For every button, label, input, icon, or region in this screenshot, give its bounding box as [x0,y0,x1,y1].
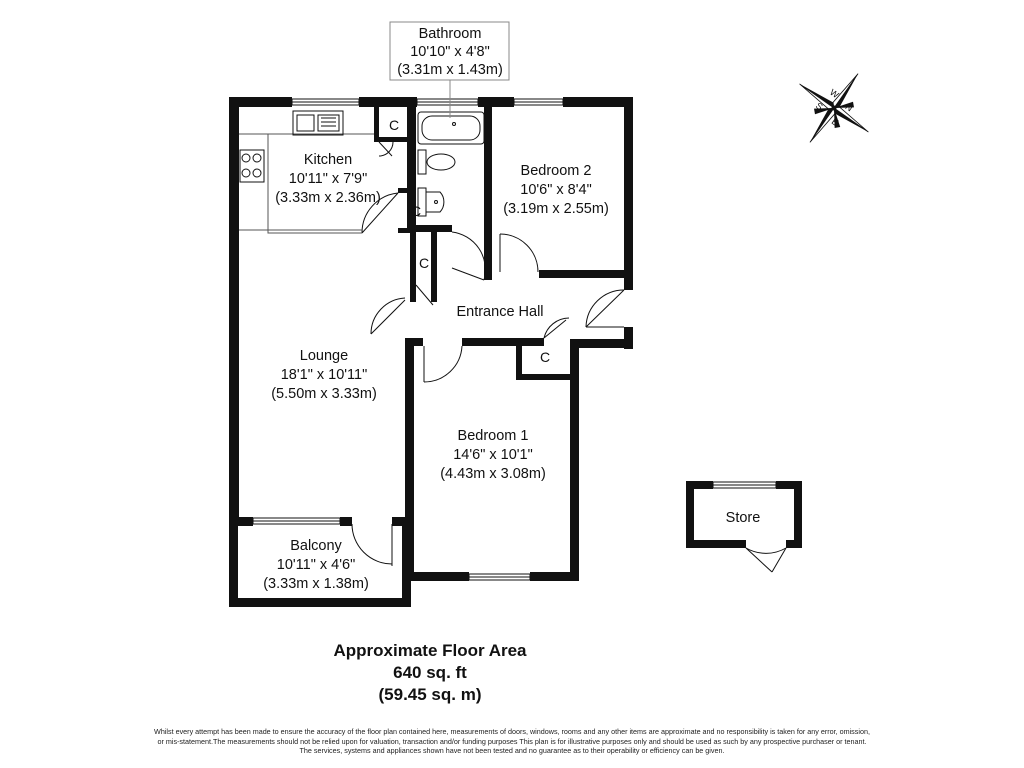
doors [351,141,787,573]
lounge-name: Lounge [300,348,348,364]
windows [252,98,777,581]
bath-icon [417,111,485,145]
kitchen-imperial: 10'11" x 7'9" [289,171,367,187]
kitchen-counter [239,133,374,234]
bathroom-label-box [389,21,510,81]
compass-icon: W N S E [799,73,869,143]
basin-icon [417,187,445,217]
floor-area-summary: Approximate Floor Area 640 sq. ft (59.45… [230,640,630,706]
disclaimer-line-3: The services, systems and appliances sho… [299,746,725,755]
bedroom1-name: Bedroom 1 [458,428,529,444]
bedroom1-imperial: 14'6" x 10'1" [453,447,533,463]
compass-s: S [814,100,825,112]
cupboard-label-hall: C [419,255,429,271]
toilet-icon [417,149,456,175]
lounge-imperial: 18'1" x 10'11" [281,367,368,383]
bedroom2-metric: (3.19m x 2.55m) [503,201,609,217]
balcony-name: Balcony [290,538,342,554]
disclaimer: Whilst every attempt has been made to en… [60,727,964,756]
compass-n: N [843,102,854,114]
bedroom2-name: Bedroom 2 [521,163,592,179]
kitchen-name: Kitchen [304,152,352,168]
disclaimer-line-2: or mis-statement.The measurements should… [157,736,867,746]
sink-icon [292,110,344,136]
bathroom-name: Bathroom [419,26,482,42]
compass-e: E [830,116,841,128]
disclaimer-line-1: Whilst every attempt has been made to en… [154,727,870,736]
store-name: Store [726,510,761,526]
entrance-hall-name: Entrance Hall [456,304,543,320]
cupboard-label-bedroom1: C [540,349,550,365]
lounge-metric: (5.50m x 3.33m) [271,386,377,402]
floor-area-sqm: (59.45 sq. m) [378,685,482,704]
cupboard-label-bathroom: C [411,203,421,219]
balcony-metric: (3.33m x 1.38m) [263,576,369,592]
bedroom2-imperial: 10'6" x 8'4" [520,182,591,198]
bathroom-metric: (3.31m x 1.43m) [397,62,503,78]
cupboard-label-kitchen: C [389,117,399,133]
bedroom1-metric: (4.43m x 3.08m) [440,466,546,482]
walls [229,97,802,607]
floor-area-sqft: 640 sq. ft [393,663,467,682]
kitchen-metric: (3.33m x 2.36m) [275,190,381,206]
bathroom-imperial: 10'10" x 4'8" [410,44,490,60]
floor-area-title: Approximate Floor Area [333,641,527,660]
hob-icon [239,149,265,183]
balcony-imperial: 10'11" x 4'6" [277,557,355,573]
